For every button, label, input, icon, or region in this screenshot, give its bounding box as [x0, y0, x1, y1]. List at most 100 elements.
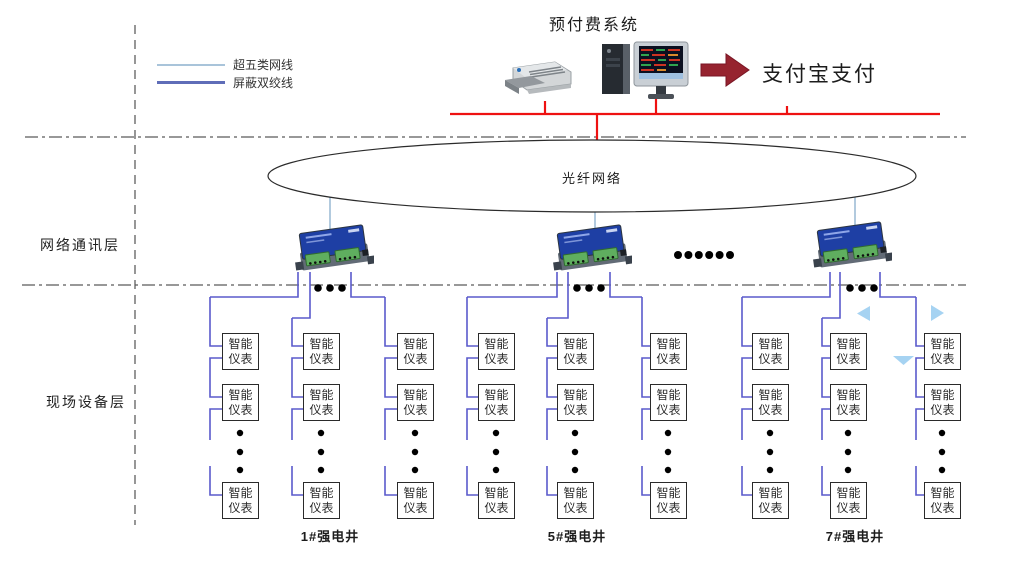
dot: [585, 284, 593, 292]
smart-meter-box: 智能仪表: [557, 384, 594, 421]
ethernet-bus: [450, 97, 940, 143]
dot: [492, 448, 500, 456]
dot: [858, 284, 866, 292]
smart-meter-box: 智能仪表: [830, 482, 867, 519]
dot: [726, 251, 734, 259]
dot: [492, 429, 500, 437]
rs485-wiring: [209, 272, 924, 496]
shaft-group-label: 5#强电井: [547, 529, 607, 544]
carousel-down-arrow-icon[interactable]: [893, 356, 914, 365]
smart-meter-box: 智能仪表: [752, 384, 789, 421]
dot: [694, 251, 703, 259]
smart-meter-label: 仪表: [484, 351, 509, 366]
carousel-right-arrow-icon[interactable]: [931, 305, 944, 321]
smart-meter-label: 仪表: [309, 500, 334, 515]
smart-meter-label: 仪表: [836, 351, 861, 366]
smart-meter-label: 智能: [836, 388, 861, 403]
smart-meter-label: 智能: [403, 486, 428, 501]
dot: [715, 251, 724, 259]
dot: [664, 448, 672, 456]
smart-meter-label: 仪表: [484, 500, 509, 515]
smart-meter-box: 智能仪表: [752, 333, 789, 370]
dot: [844, 466, 852, 474]
smart-meter-label: 智能: [930, 337, 955, 352]
smart-meter-box: 智能仪表: [478, 384, 515, 421]
smart-meter-label: 智能: [563, 337, 588, 352]
serial-server-2-icon: [552, 224, 632, 275]
dot: [411, 466, 419, 474]
smart-meter-box: 智能仪表: [924, 333, 961, 370]
smart-meter-label: 智能: [656, 486, 681, 501]
dot: [870, 284, 878, 292]
smart-meter-label: 智能: [836, 486, 861, 501]
dot: [317, 448, 325, 456]
dot: [766, 429, 774, 437]
smart-meter-label: 智能: [563, 388, 588, 403]
dot: [766, 466, 774, 474]
dot: [411, 429, 419, 437]
smart-meter-label: 智能: [228, 337, 253, 352]
dot: [938, 429, 946, 437]
smart-meter-label: 智能: [758, 486, 783, 501]
smart-meter-box: 智能仪表: [752, 482, 789, 519]
smart-meter-label: 智能: [484, 337, 509, 352]
dot: [705, 251, 714, 259]
smart-meter-label: 仪表: [930, 500, 955, 515]
smart-meter-box: 智能仪表: [830, 384, 867, 421]
smart-meter-box: 智能仪表: [924, 384, 961, 421]
smart-meter-label: 仪表: [484, 402, 509, 417]
smart-meter-box: 智能仪表: [397, 333, 434, 370]
page-title: 预付费系统: [548, 17, 640, 34]
dot: [236, 448, 244, 456]
smart-meter-box: 智能仪表: [924, 482, 961, 519]
legend-item-cat5: 超五类网线: [157, 56, 293, 73]
dot: [597, 284, 605, 292]
smart-meter-box: 智能仪表: [650, 384, 687, 421]
smart-meter-box: 智能仪表: [650, 482, 687, 519]
dot: [326, 284, 334, 292]
dot: [664, 429, 672, 437]
smart-meter-label: 智能: [309, 486, 334, 501]
legend-item-stp: 屏蔽双绞线: [157, 74, 293, 91]
dot: [236, 466, 244, 474]
smart-meter-box: 智能仪表: [303, 333, 340, 370]
smart-meter-label: 仪表: [836, 500, 861, 515]
serial-server-1-icon: [294, 224, 374, 275]
dot: [411, 448, 419, 456]
field-layer-label: 现场设备层: [46, 394, 126, 410]
smart-meter-label: 仪表: [656, 402, 681, 417]
smart-meter-label: 智能: [403, 337, 428, 352]
ellipsis-dots: [236, 251, 946, 474]
fiber-network-ellipse: [267, 139, 917, 213]
printer-icon: [504, 61, 572, 95]
smart-meter-label: 智能: [656, 337, 681, 352]
smart-meter-box: 智能仪表: [478, 333, 515, 370]
serial-server-3-icon: [812, 221, 892, 272]
smart-meter-label: 智能: [309, 337, 334, 352]
smart-meter-label: 仪表: [758, 351, 783, 366]
smart-meter-label: 仪表: [403, 500, 428, 515]
dot: [571, 448, 579, 456]
smart-meter-box: 智能仪表: [303, 482, 340, 519]
dot: [571, 429, 579, 437]
smart-meter-label: 智能: [403, 388, 428, 403]
smart-meter-box: 智能仪表: [557, 333, 594, 370]
smart-meter-label: 仪表: [403, 351, 428, 366]
smart-meter-label: 仪表: [930, 402, 955, 417]
dot: [492, 466, 500, 474]
dot: [846, 284, 854, 292]
smart-meter-label: 仪表: [656, 351, 681, 366]
dot: [684, 251, 693, 259]
dot: [938, 448, 946, 456]
carousel-left-arrow-icon[interactable]: [857, 306, 870, 321]
dot: [766, 448, 774, 456]
dot: [573, 284, 581, 292]
smart-meter-label: 智能: [309, 388, 334, 403]
smart-meter-label: 智能: [758, 388, 783, 403]
smart-meter-label: 智能: [930, 486, 955, 501]
smart-meter-box: 智能仪表: [830, 333, 867, 370]
dot: [844, 429, 852, 437]
smart-meter-box: 智能仪表: [478, 482, 515, 519]
smart-meter-label: 仪表: [228, 402, 253, 417]
fiber-network-label: 光纤网络: [561, 171, 623, 186]
